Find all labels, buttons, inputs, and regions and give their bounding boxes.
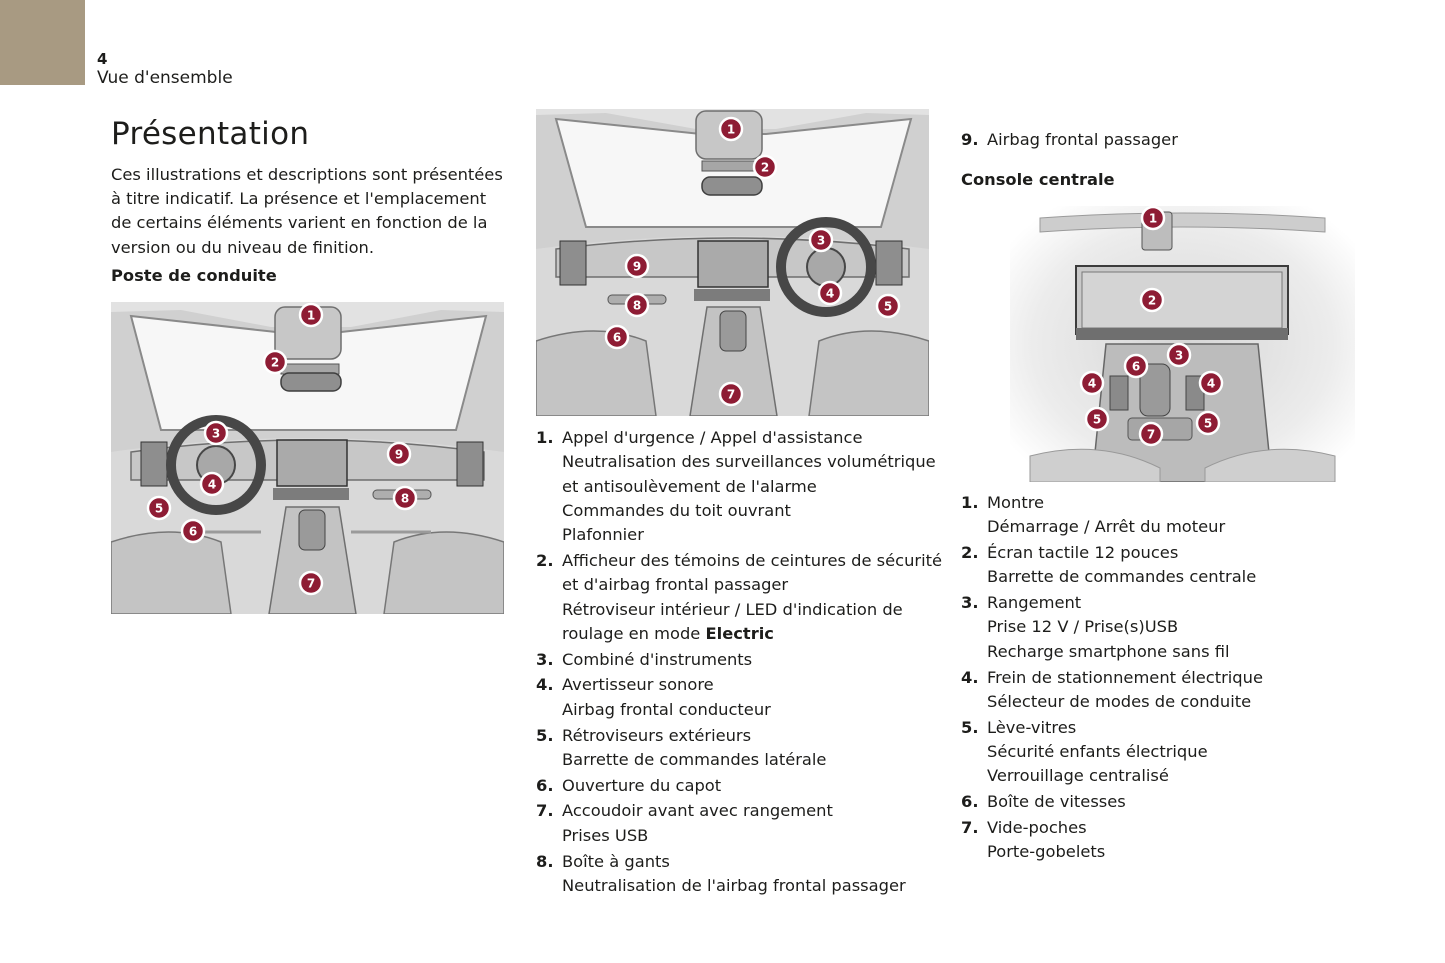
svg-text:4: 4 xyxy=(826,287,834,301)
svg-text:3: 3 xyxy=(212,427,220,441)
callout-6: 6 xyxy=(1123,353,1149,379)
intro-paragraph: Ces illustrations et descriptions sont p… xyxy=(111,165,503,257)
console-drawing: 1 2 3 4 4 5 5 6 7 xyxy=(1010,206,1355,482)
callout-4-right: 4 xyxy=(1198,370,1224,396)
console-heading: Console centrale xyxy=(961,170,1115,189)
svg-text:2: 2 xyxy=(271,356,279,370)
cockpit-item-7: 7. Accoudoir avant avec rangement Prises… xyxy=(536,801,833,845)
console-item-1: 1. Montre Démarrage / Arrêt du moteur xyxy=(961,493,1226,537)
callout-3: 3 xyxy=(203,420,229,446)
svg-text:4: 4 xyxy=(208,478,216,492)
callout-5-right: 5 xyxy=(1195,410,1221,436)
callout-7: 7 xyxy=(718,381,744,407)
svg-text:8: 8 xyxy=(633,299,641,313)
console-illustration: 1 2 3 4 4 5 5 6 7 xyxy=(1010,206,1355,482)
callout-5: 5 xyxy=(146,495,172,521)
svg-text:5: 5 xyxy=(1093,413,1101,427)
callout-4-left: 4 xyxy=(1079,370,1105,396)
callout-8: 8 xyxy=(392,485,418,511)
svg-text:1: 1 xyxy=(1149,212,1157,226)
cockpit-item-5: 5. Rétroviseurs extérieurs Barrette de c… xyxy=(536,725,827,769)
callout-8: 8 xyxy=(624,292,650,318)
cockpit-rhd-drawing: 1 2 3 4 5 6 7 8 9 xyxy=(536,109,929,416)
svg-text:4: 4 xyxy=(1088,377,1096,391)
callout-9: 9 xyxy=(624,253,650,279)
cockpit-item-6: 6. Ouverture du capot xyxy=(536,775,722,795)
cockpit-item-3: 3. Combiné d'instruments xyxy=(536,649,753,669)
svg-text:4: 4 xyxy=(1207,377,1215,391)
callout-6: 6 xyxy=(604,324,630,350)
svg-text:2: 2 xyxy=(1148,294,1156,308)
callout-9: 9 xyxy=(386,441,412,467)
console-item-5: 5. Lève-vitres Sécurité enfants électriq… xyxy=(961,717,1208,786)
svg-text:9: 9 xyxy=(395,448,403,462)
svg-text:7: 7 xyxy=(307,577,315,591)
page-title: Présentation xyxy=(111,116,310,152)
svg-text:8: 8 xyxy=(401,492,409,506)
console-item-2: 2. Écran tactile 12 pouces Barrette de c… xyxy=(961,543,1257,587)
cockpit-item-8: 8. Boîte à gants Neutralisation de l'air… xyxy=(536,851,906,895)
callout-5: 5 xyxy=(875,293,901,319)
cockpit-item-4: 4. Avertisseur sonore Airbag frontal con… xyxy=(536,675,771,719)
callout-1: 1 xyxy=(1140,206,1166,231)
cockpit-item-2-last-line: roulage en mode Electric xyxy=(562,623,774,643)
svg-text:5: 5 xyxy=(1204,417,1212,431)
svg-text:6: 6 xyxy=(613,331,621,345)
cockpit-item-9: 9. Airbag frontal passager xyxy=(961,130,1178,149)
svg-text:7: 7 xyxy=(727,388,735,402)
svg-text:5: 5 xyxy=(155,502,163,516)
callout-2: 2 xyxy=(752,154,778,180)
svg-text:3: 3 xyxy=(817,234,825,248)
svg-text:7: 7 xyxy=(1147,428,1155,442)
callout-7: 7 xyxy=(1138,421,1164,447)
callout-2: 2 xyxy=(1139,287,1165,313)
svg-text:5: 5 xyxy=(884,300,892,314)
console-item-4: 4. Frein de stationnement électrique Sél… xyxy=(961,667,1263,711)
callout-7: 7 xyxy=(298,570,324,596)
callout-3: 3 xyxy=(1166,342,1192,368)
callout-2: 2 xyxy=(262,349,288,375)
callout-6: 6 xyxy=(180,518,206,544)
svg-text:6: 6 xyxy=(1132,360,1140,374)
cockpit-item-1: 1. Appel d'urgence / Appel d'assistance … xyxy=(536,428,936,545)
cockpit-illustration-rhd: 1 2 3 4 5 6 7 8 9 xyxy=(536,109,929,416)
svg-text:3: 3 xyxy=(1175,349,1183,363)
svg-text:1: 1 xyxy=(307,309,315,323)
callout-1: 1 xyxy=(298,302,324,328)
svg-text:6: 6 xyxy=(189,525,197,539)
console-item-7: 7. Vide-poches Porte-gobelets xyxy=(961,817,1106,862)
cockpit-item-list-continued: 9. Airbag frontal passager xyxy=(961,128,1178,154)
cockpit-item-2: 2. Afficheur des témoins de ceintures de… xyxy=(536,549,942,646)
section-title: Vue d'ensemble xyxy=(97,68,233,88)
svg-text:9: 9 xyxy=(633,260,641,274)
cockpit-lhd-drawing: 1 2 3 4 5 6 7 8 9 xyxy=(111,302,504,614)
callout-1: 1 xyxy=(718,116,744,142)
cockpit-item-list: 1. Appel d'urgence / Appel d'assistance … xyxy=(536,426,942,900)
console-item-3: 3. Rangement Prise 12 V / Prise(s)USB Re… xyxy=(961,593,1230,661)
svg-text:1: 1 xyxy=(727,123,735,137)
callout-4: 4 xyxy=(817,280,843,306)
console-item-list: 1. Montre Démarrage / Arrêt du moteur 2.… xyxy=(961,491,1263,866)
corner-tab xyxy=(0,0,85,85)
cockpit-heading: Poste de conduite xyxy=(111,266,277,285)
svg-text:2: 2 xyxy=(761,161,769,175)
callout-4: 4 xyxy=(199,471,225,497)
cockpit-illustration-lhd: 1 2 3 4 5 6 7 8 9 xyxy=(111,302,504,614)
callout-5-left: 5 xyxy=(1084,406,1110,432)
callout-3: 3 xyxy=(808,227,834,253)
page-number: 4 xyxy=(97,50,108,68)
console-item-6: 6. Boîte de vitesses xyxy=(961,792,1126,812)
